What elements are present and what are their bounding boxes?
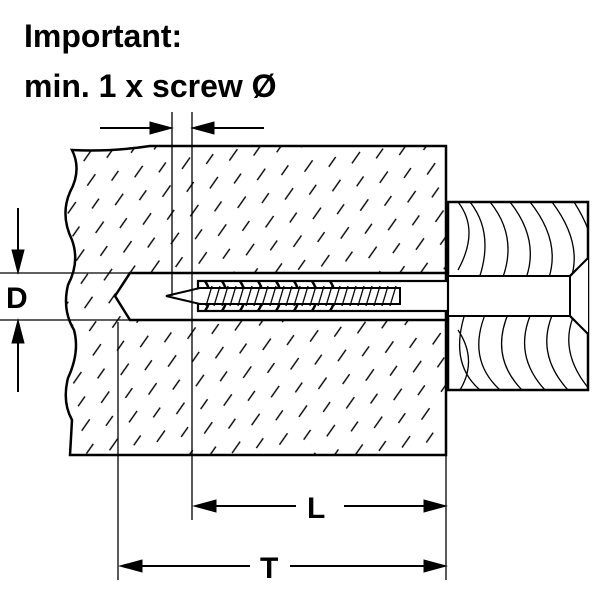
screw-diameter-dimension	[100, 112, 264, 520]
heading-line-2: min. 1 x screw Ø	[24, 68, 277, 104]
wooden-fixture	[446, 200, 590, 392]
screw	[165, 285, 401, 307]
hole-diameter-dimension	[0, 208, 130, 392]
dimension-label-t: T	[260, 552, 278, 585]
total-depth-dimension	[117, 322, 448, 580]
length-dimension	[192, 455, 448, 580]
dimension-label-d: D	[6, 282, 28, 315]
dimension-label-l: L	[307, 492, 325, 525]
heading-line-1: Important:	[24, 18, 183, 54]
